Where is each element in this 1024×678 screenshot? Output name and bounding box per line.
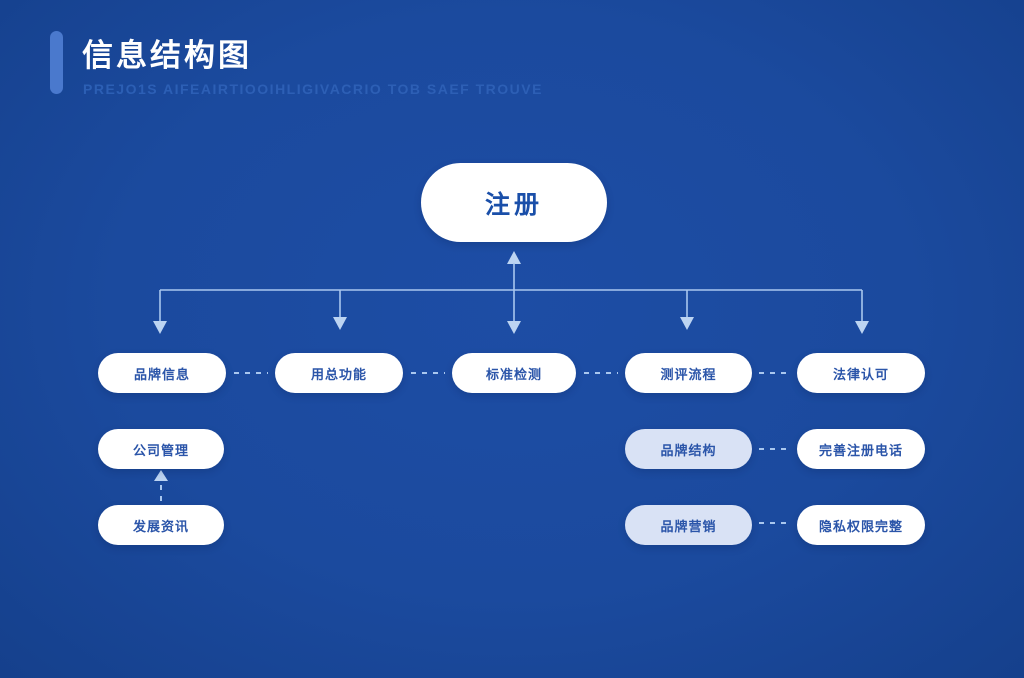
node-brand-info: 品牌信息 (98, 353, 226, 393)
node-standard-check: 标准检测 (452, 353, 576, 393)
page-subtitle: PREJO1S AIFEAIRTIOOIHLIGIVACRIO TOB SAEF… (83, 81, 543, 97)
node-privacy-permissions: 隐私权限完整 (797, 505, 925, 545)
node-development-news: 发展资讯 (98, 505, 224, 545)
node-evaluation-flow: 测评流程 (625, 353, 752, 393)
node-brand-structure: 品牌结构 (625, 429, 752, 469)
title-accent-bar (50, 31, 63, 94)
node-legal-approval: 法律认可 (797, 353, 925, 393)
node-complete-register-phone: 完善注册电话 (797, 429, 925, 469)
node-register-root: 注册 (421, 163, 607, 242)
node-company-management: 公司管理 (98, 429, 224, 469)
page-title: 信息结构图 (82, 38, 252, 73)
node-general-functions: 用总功能 (275, 353, 403, 393)
node-brand-marketing: 品牌营销 (625, 505, 752, 545)
